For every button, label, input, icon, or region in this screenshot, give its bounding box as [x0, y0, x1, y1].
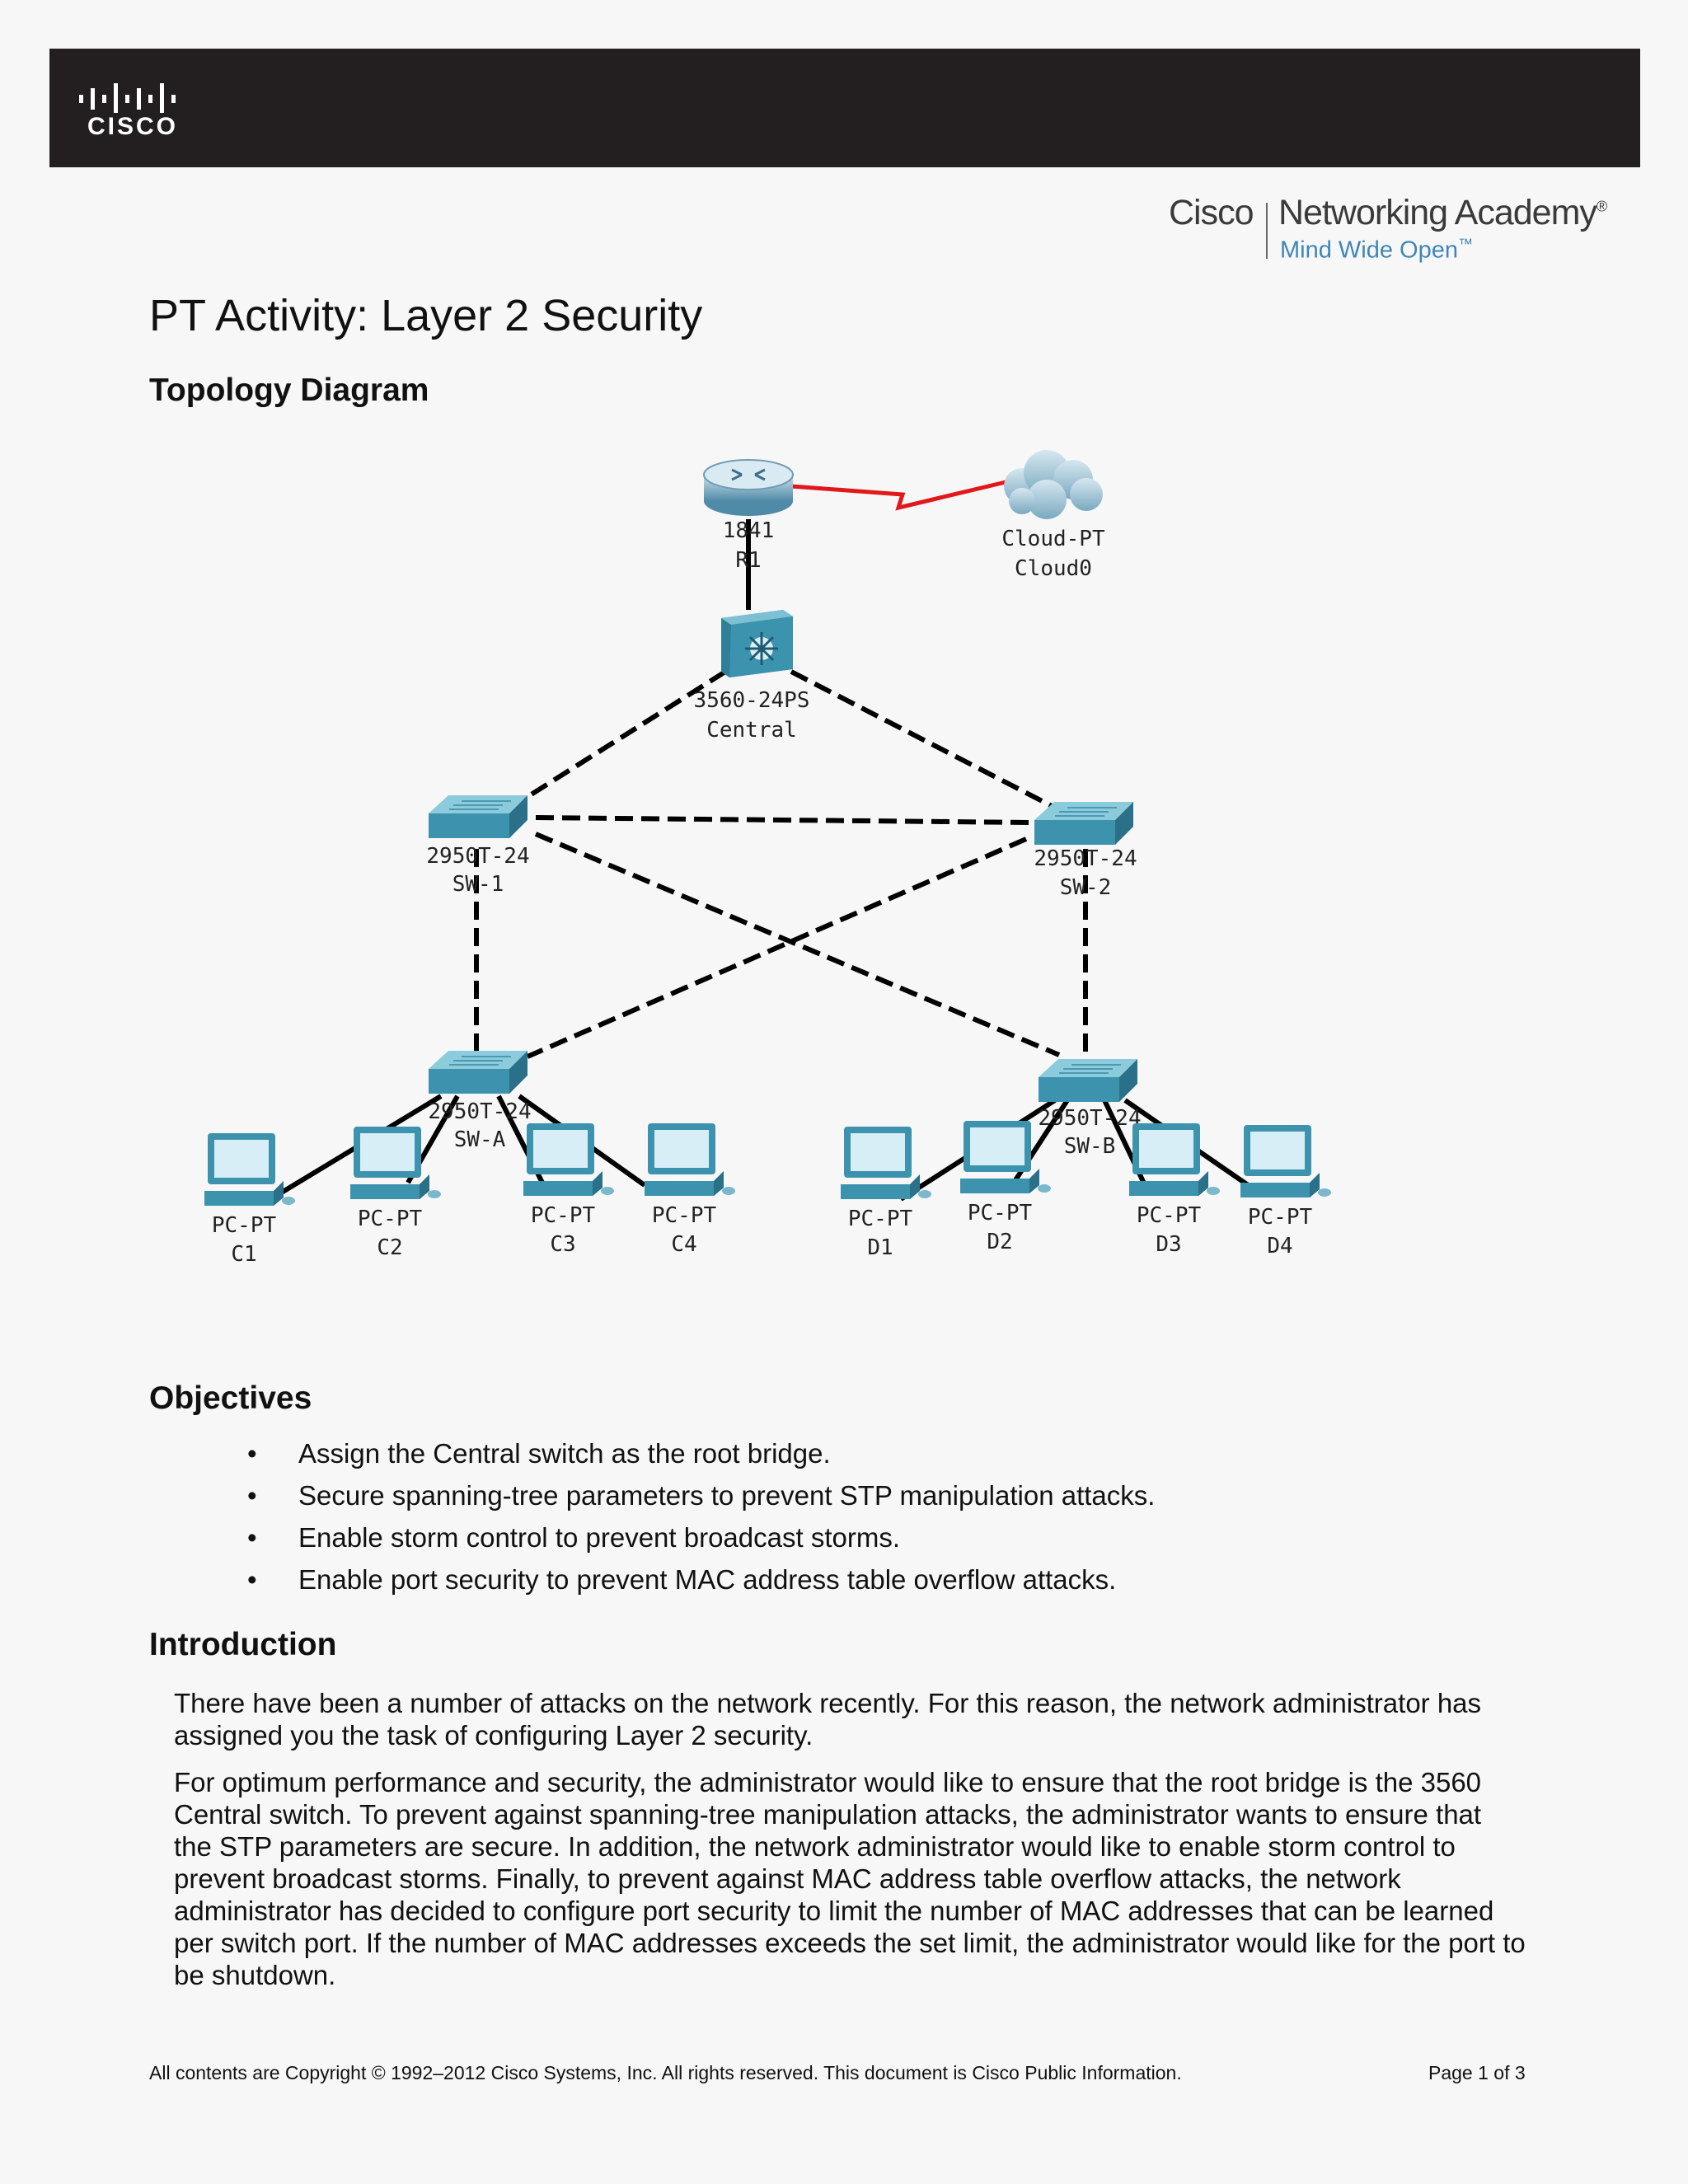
link-swa-c1: [262, 1094, 443, 1206]
d4-name-label: D4: [1267, 1234, 1292, 1258]
academy-brand: Cisco: [1169, 193, 1254, 232]
intro-paragraph-1: There have been a number of attacks on t…: [174, 1688, 1482, 1750]
sw1-name-label: SW-1: [452, 872, 504, 897]
c3-model-label: PC-PT: [531, 1203, 596, 1228]
link-sw1-swb: [534, 832, 1061, 1057]
pc-c4: PC-PT C4: [645, 1123, 735, 1257]
r1-model-label: 1841: [723, 518, 775, 543]
academy-tagline: Mind Wide Open™: [1280, 236, 1473, 264]
c4-name-label: C4: [671, 1232, 696, 1257]
cloud-icon: [1004, 450, 1103, 519]
c1-model-label: PC-PT: [212, 1213, 277, 1238]
pc-d4: PC-PT D4: [1240, 1125, 1331, 1258]
list-item: •Enable storm control to prevent broadca…: [247, 1522, 900, 1553]
intro-paragraph-2: For optimum performance and security, th…: [174, 1767, 1526, 1990]
swb-name-label: SW-B: [1064, 1134, 1116, 1159]
page-title: PT Activity: Layer 2 Security: [149, 291, 703, 340]
central-name-label: Central: [706, 718, 797, 743]
d2-model-label: PC-PT: [968, 1201, 1033, 1226]
cisco-logo-text: CISCO: [87, 113, 179, 140]
swb-model-label: 2950T-24: [1038, 1106, 1141, 1131]
d1-model-label: PC-PT: [848, 1207, 913, 1231]
r1-name-label: R1: [735, 548, 761, 573]
objectives-heading: Objectives: [149, 1380, 312, 1416]
sw2-model-label: 2950T-24: [1034, 846, 1137, 871]
c4-model-label: PC-PT: [652, 1203, 717, 1228]
d4-model-label: PC-PT: [1248, 1205, 1313, 1230]
pc-icon: [645, 1123, 735, 1196]
switch-swa: 2950T-24 SW-A: [428, 1051, 532, 1152]
pc-d3: PC-PT D3: [1129, 1123, 1220, 1257]
d1-name-label: D1: [867, 1235, 893, 1260]
link-central-sw1: [522, 669, 727, 802]
sw2-name-label: SW-2: [1060, 875, 1112, 900]
cloud-name-label: Cloud0: [1015, 556, 1092, 581]
d3-model-label: PC-PT: [1137, 1203, 1202, 1228]
pc-icon: [960, 1121, 1051, 1193]
link-sw2-swa: [526, 837, 1028, 1059]
multilayer-switch-icon: [721, 610, 793, 677]
list-item: •Assign the Central switch as the root b…: [247, 1438, 831, 1469]
link-sw1-sw2: [535, 815, 1031, 825]
cisco-bridge-logo-icon: [79, 83, 176, 113]
topology-diagram: 1841 R1 Cloud-PT Cloud0 3560-24PS Centra…: [204, 450, 1331, 1267]
d2-name-label: D2: [987, 1230, 1012, 1254]
switch-sw2: 2950T-24 SW-2: [1034, 802, 1137, 900]
list-item: •Enable port security to prevent MAC add…: [247, 1564, 1117, 1595]
swa-name-label: SW-A: [454, 1127, 506, 1152]
c2-model-label: PC-PT: [358, 1207, 423, 1231]
central-model-label: 3560-24PS: [694, 688, 810, 713]
pc-icon: [350, 1127, 441, 1199]
cloud-0: Cloud-PT Cloud0: [1001, 450, 1105, 581]
footer-copyright: All contents are Copyright © 1992–2012 C…: [149, 2062, 1182, 2083]
router-icon: [703, 459, 794, 516]
pc-icon: [523, 1123, 614, 1196]
switch-sw1: 2950T-24 SW-1: [426, 795, 530, 897]
pc-d2: PC-PT D2: [960, 1121, 1051, 1254]
switch-icon: [429, 1051, 528, 1094]
cloud-model-label: Cloud-PT: [1001, 527, 1105, 551]
d3-name-label: D3: [1156, 1232, 1181, 1257]
pc-c3: PC-PT C3: [523, 1123, 614, 1257]
list-item: •Secure spanning-tree parameters to prev…: [247, 1480, 1156, 1511]
link-central-sw2: [790, 669, 1057, 810]
academy-divider: [1266, 203, 1268, 259]
pc-d1: PC-PT D1: [841, 1127, 931, 1260]
switch-icon: [429, 795, 528, 838]
header-bar: CISCO: [49, 49, 1640, 167]
pc-group: PC-PT C1 PC-PT C2 PC-PT C3: [204, 1121, 1331, 1267]
c2-name-label: C2: [377, 1235, 402, 1260]
switch-icon: [1034, 802, 1133, 845]
footer-page-number: Page 1 of 3: [1428, 2062, 1526, 2083]
c1-name-label: C1: [231, 1242, 256, 1267]
academy-name: Networking Academy®: [1278, 193, 1607, 232]
c3-name-label: C3: [550, 1232, 575, 1257]
pc-icon: [1240, 1125, 1331, 1197]
switch-icon: [1039, 1059, 1137, 1102]
sw1-model-label: 2950T-24: [426, 844, 529, 869]
topology-heading: Topology Diagram: [149, 373, 429, 408]
pc-c1: PC-PT C1: [204, 1133, 295, 1267]
pc-icon: [204, 1133, 295, 1206]
pc-icon: [841, 1127, 931, 1199]
switch-swb: 2950T-24 SW-B: [1038, 1059, 1142, 1159]
serial-link-r1-cloud: [790, 480, 1006, 511]
pc-c2: PC-PT C2: [350, 1127, 441, 1260]
swa-model-label: 2950T-24: [428, 1099, 531, 1124]
router-r1: 1841 R1: [703, 459, 794, 573]
pc-icon: [1129, 1123, 1220, 1196]
introduction-heading: Introduction: [149, 1627, 337, 1662]
objectives-list: •Assign the Central switch as the root b…: [247, 1438, 1155, 1606]
switch-central: 3560-24PS Central: [694, 610, 810, 743]
